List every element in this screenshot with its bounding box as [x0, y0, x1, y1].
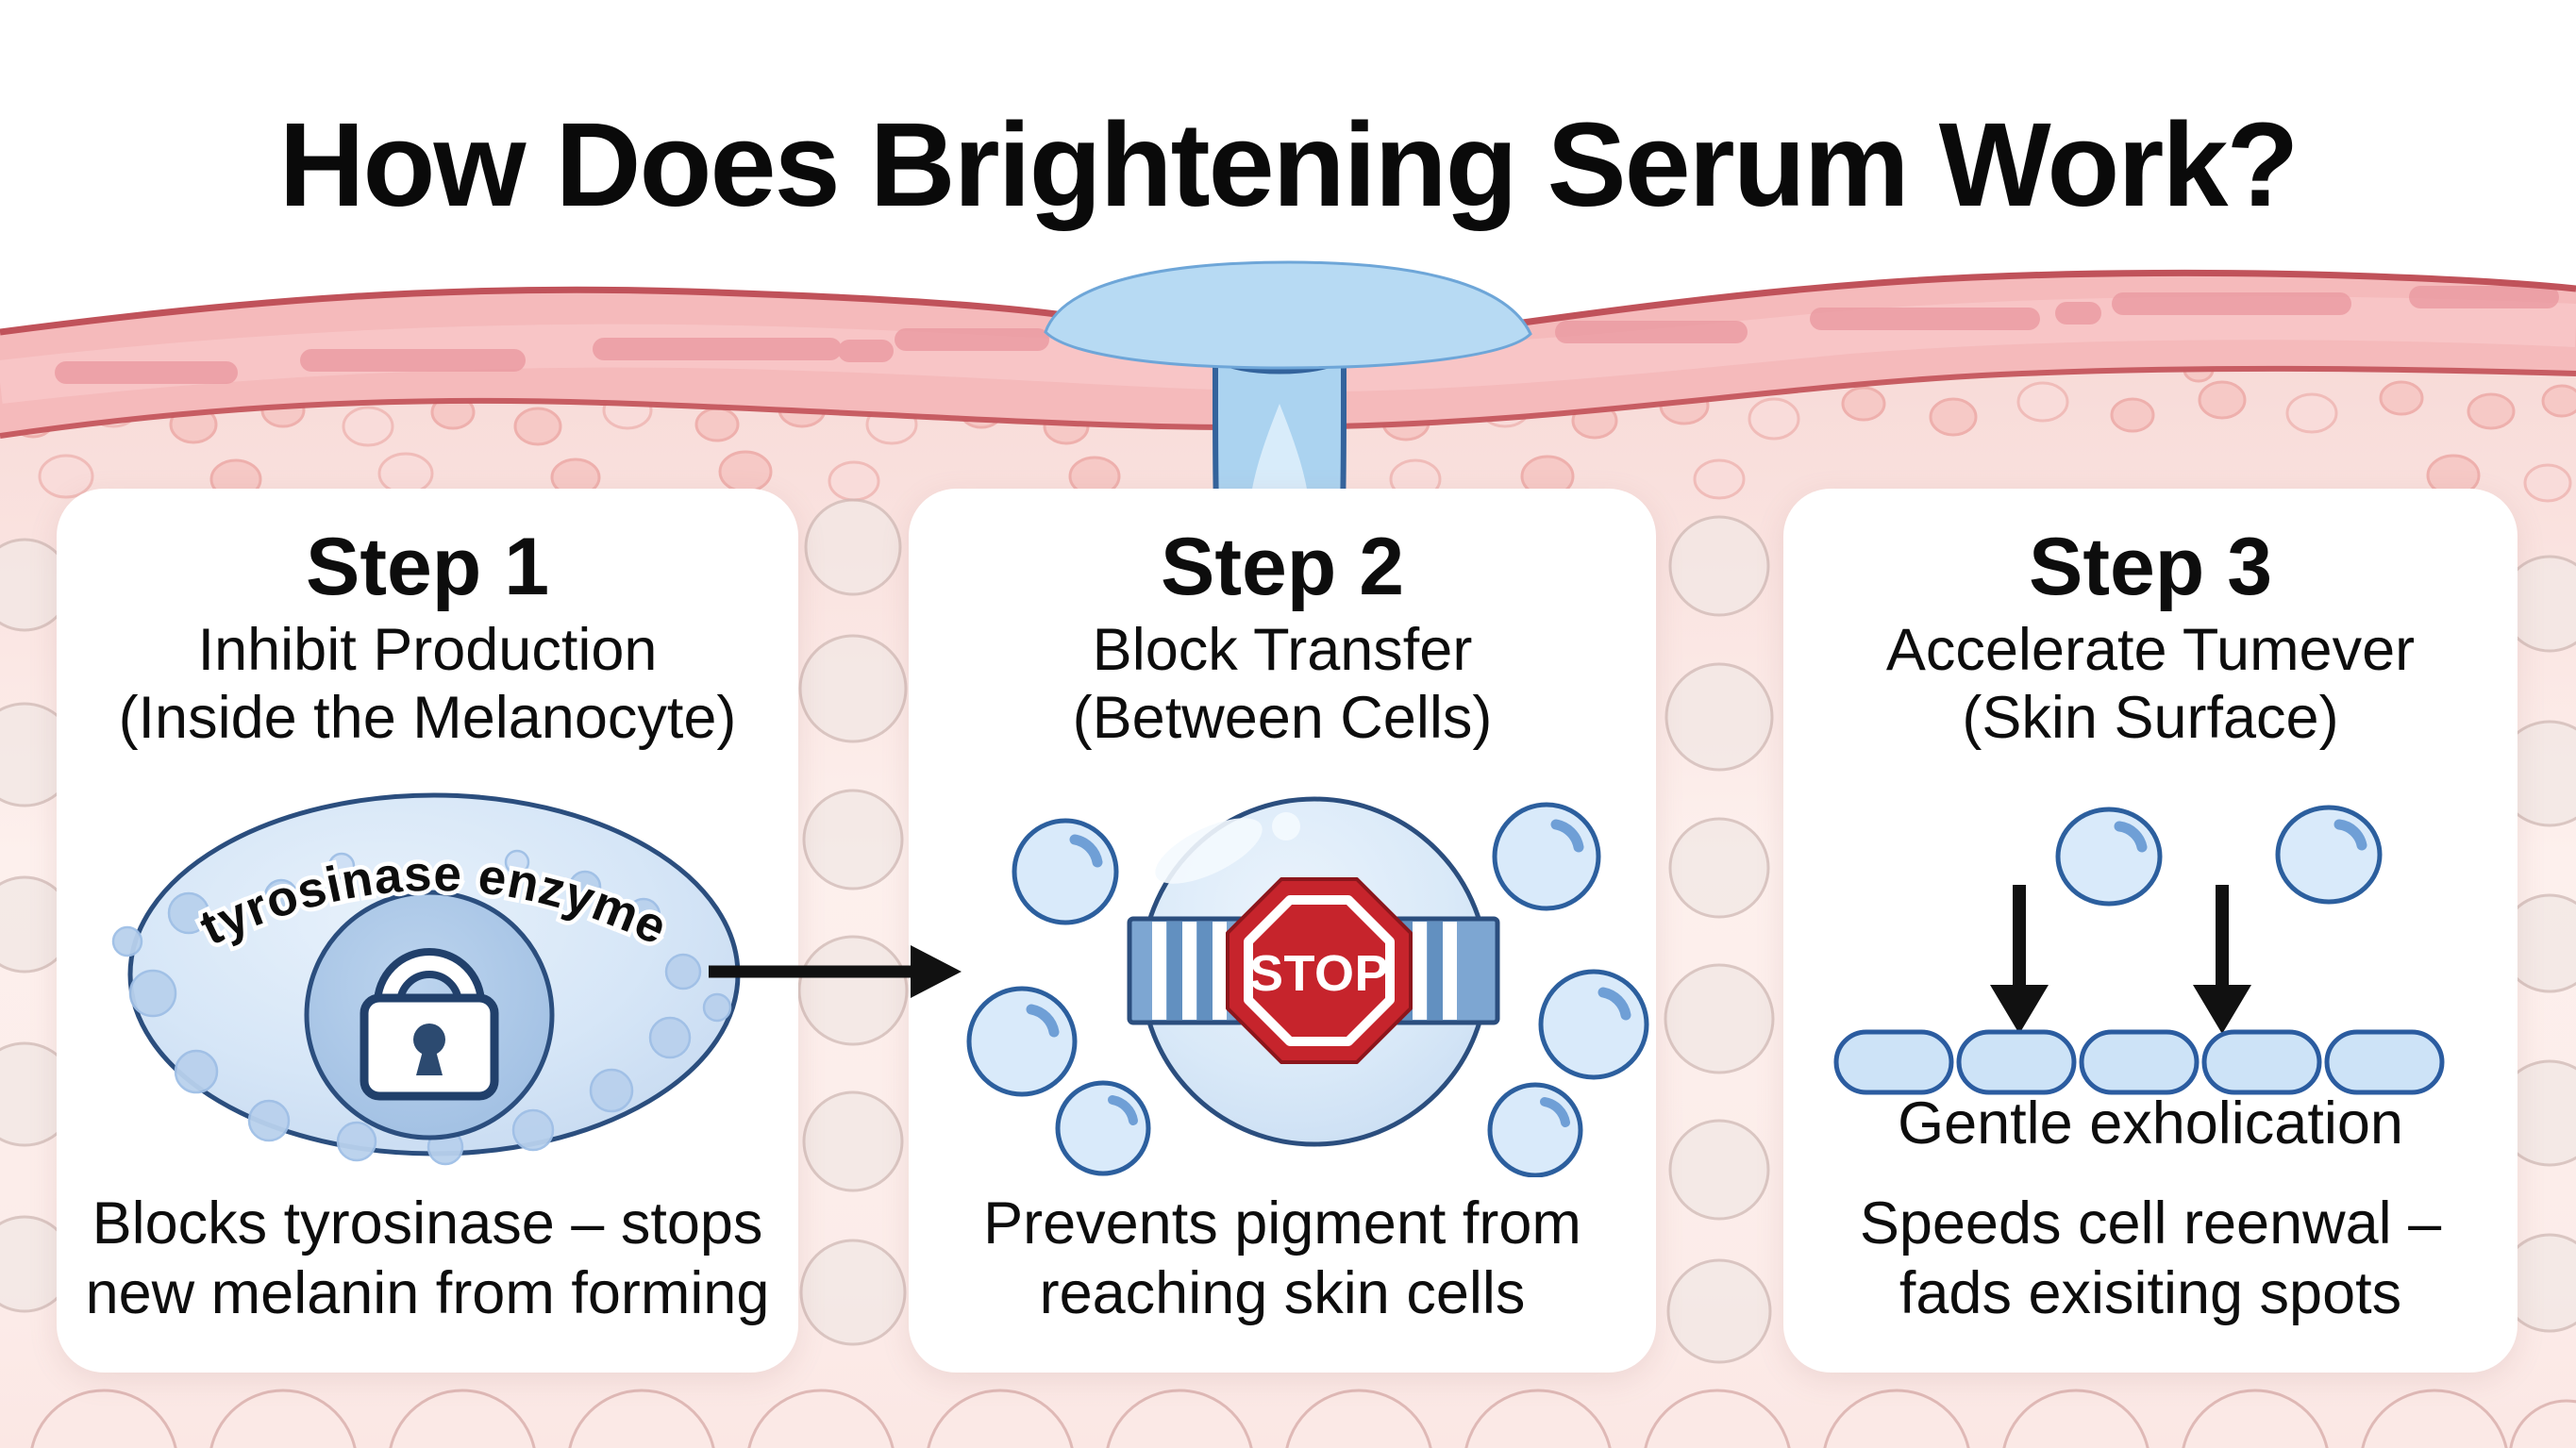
gentle-exfoliation-label: Gentle exholication [1898, 1090, 2403, 1157]
down-arrow-icon [2193, 885, 2251, 1034]
page-title: How Does Brightening Serum Work? [278, 98, 2300, 232]
pigment-bubble [1487, 1082, 1583, 1177]
old-cell-bubble [2275, 805, 2383, 905]
skin-surface-cells [1833, 1029, 2445, 1095]
pigment-bubble [1492, 802, 1601, 911]
pigment-transfer-illustration: STOP [966, 796, 1649, 1177]
step-3-subtitle: Accelerate Tumever [1885, 617, 2416, 683]
step-3-location: (Skin Surface) [1962, 685, 2339, 751]
skin-cell-pill [1956, 1029, 2077, 1095]
skin-cell-pill [1833, 1029, 1954, 1095]
step-2-label: Step 2 [1160, 522, 1405, 612]
lock-icon [360, 948, 499, 1101]
stop-sign-icon: STOP [1226, 877, 1413, 1064]
step-card-2: Step 2 Block Transfer (Between Cells) [909, 489, 1656, 1373]
skin-cell-pill [2201, 1029, 2322, 1095]
skin-cell-pill [2324, 1029, 2445, 1095]
step-1-location: (Inside the Melanocyte) [118, 685, 737, 751]
transfer-arrow-icon [709, 945, 962, 998]
bottom-dermis-cells [30, 1389, 2576, 1448]
pigment-bubble [1055, 1080, 1151, 1176]
step-1-subtitle: Inhibit Production [197, 617, 658, 683]
melanocyte-illustration: tyrosinase enzyme [111, 792, 741, 1166]
step-card-3: Step 3 Accelerate Tumever (Skin Surface) [1783, 489, 2517, 1373]
step-3-label: Step 3 [2028, 522, 2273, 612]
step-3-caption: Speeds cell reenwal – fads exisiting spo… [1859, 1190, 2442, 1327]
step-2-location: (Between Cells) [1072, 685, 1493, 751]
step-1-label: Step 1 [305, 522, 550, 612]
pigment-bubble [1012, 818, 1119, 925]
pigment-bubbles [966, 802, 1649, 1177]
pigment-bubble [1538, 969, 1649, 1080]
step-2-subtitle: Block Transfer [1092, 617, 1473, 683]
deep-dermis-cells [0, 498, 2576, 1364]
pigment-bubble [966, 986, 1078, 1097]
melanin-granules [111, 849, 732, 1166]
exfoliation-illustration [1833, 805, 2445, 1095]
step-1-caption: Blocks tyrosinase – stops new melanin fr… [85, 1190, 770, 1327]
cell-shine-dot [1272, 812, 1300, 841]
step-card-1: Step 1 Inhibit Production (Inside the Me… [57, 489, 798, 1373]
down-arrow-icon [1990, 885, 2049, 1034]
skin-cell-pill [2079, 1029, 2200, 1095]
epidermis-texture-dashes [55, 286, 2559, 384]
old-cell-bubble [2055, 807, 2163, 907]
stop-sign-text: STOP [1249, 945, 1389, 1002]
step-2-caption: Prevents pigment from reaching skin cell… [983, 1190, 1581, 1327]
cell-shine [1155, 818, 1263, 884]
